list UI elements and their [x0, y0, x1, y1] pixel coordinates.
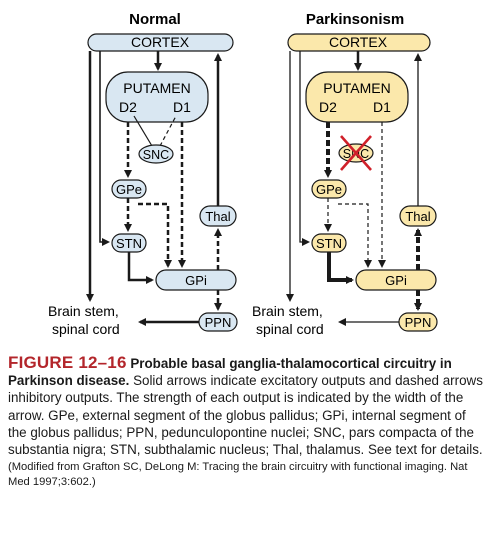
- parkinsonism-stn-node: STN: [311, 233, 347, 253]
- figure-label: FIGURE 12–16: [8, 353, 127, 372]
- parkinsonism-stn-label: STN: [316, 236, 342, 251]
- parkinsonism-cortex-node: CORTEX: [287, 33, 431, 52]
- normal-ppn-label: PPN: [205, 315, 232, 330]
- normal-d1-label: D1: [173, 99, 191, 115]
- circuitry-diagram: Normal CORTEX PUTAMEN D2 D1 SNC GPe STN: [48, 11, 438, 337]
- normal-gpi-label: GPi: [185, 273, 207, 288]
- normal-panel: Normal CORTEX PUTAMEN D2 D1 SNC GPe STN: [48, 11, 238, 337]
- parkinsonism-putamen-node: PUTAMEN D2 D1: [305, 71, 409, 123]
- parkinsonism-gpi-node: GPi: [355, 269, 437, 291]
- parkinsonism-ppn-node: PPN: [398, 312, 438, 332]
- normal-arrows: [86, 51, 222, 326]
- normal-ppn-node: PPN: [198, 312, 238, 332]
- normal-d2-label: D2: [119, 99, 137, 115]
- figure-body: Solid arrows indicate excitatory outputs…: [8, 373, 483, 458]
- parkinsonism-thal-label: Thal: [405, 209, 430, 224]
- figure-credit: (Modified from Grafton SC, DeLong M: Tra…: [8, 461, 468, 489]
- parkinsonism-arrows: [286, 51, 422, 326]
- normal-brainstem-label-2: spinal cord: [52, 321, 120, 337]
- parkinsonism-ppn-label: PPN: [405, 315, 432, 330]
- snc-lesion-x-icon: [340, 135, 372, 171]
- figure-caption: FIGURE 12–16 Probable basal ganglia-thal…: [8, 354, 488, 490]
- normal-stn-node: STN: [111, 233, 147, 253]
- parkinsonism-thal-node: Thal: [399, 205, 437, 227]
- parkinsonism-brainstem-label-1: Brain stem,: [252, 303, 323, 319]
- figure-title: Probable basal ganglia-thalamocortical c…: [8, 356, 452, 389]
- normal-gpi-node: GPi: [155, 269, 237, 291]
- normal-snc-node: SNC: [138, 144, 174, 164]
- parkinsonism-d2-label: D2: [319, 99, 337, 115]
- normal-brainstem-label-1: Brain stem,: [48, 303, 119, 319]
- normal-cortex-label: CORTEX: [131, 34, 190, 50]
- normal-thal-node: Thal: [199, 205, 237, 227]
- normal-gpe-label: GPe: [116, 182, 142, 197]
- parkinsonism-gpe-label: GPe: [316, 182, 342, 197]
- parkinsonism-d1-label: D1: [373, 99, 391, 115]
- normal-putamen-node: PUTAMEN D2 D1: [105, 71, 209, 123]
- parkinsonism-gpi-label: GPi: [385, 273, 407, 288]
- normal-thal-label: Thal: [205, 209, 230, 224]
- normal-stn-label: STN: [116, 236, 142, 251]
- normal-gpe-node: GPe: [111, 179, 147, 199]
- normal-snc-label: SNC: [143, 148, 169, 162]
- parkinsonism-brainstem-label-2: spinal cord: [256, 321, 324, 337]
- normal-putamen-label: PUTAMEN: [123, 80, 190, 96]
- parkinsonism-putamen-label: PUTAMEN: [323, 80, 390, 96]
- parkinsonism-gpe-node: GPe: [311, 179, 347, 199]
- normal-cortex-node: CORTEX: [87, 33, 234, 52]
- parkinsonism-cortex-label: CORTEX: [329, 34, 388, 50]
- normal-title: Normal: [129, 11, 181, 28]
- parkinsonism-panel: Parkinsonism CORTEX PUTAMEN D2 D1 SNC GP…: [252, 11, 438, 337]
- parkinsonism-title: Parkinsonism: [306, 11, 404, 28]
